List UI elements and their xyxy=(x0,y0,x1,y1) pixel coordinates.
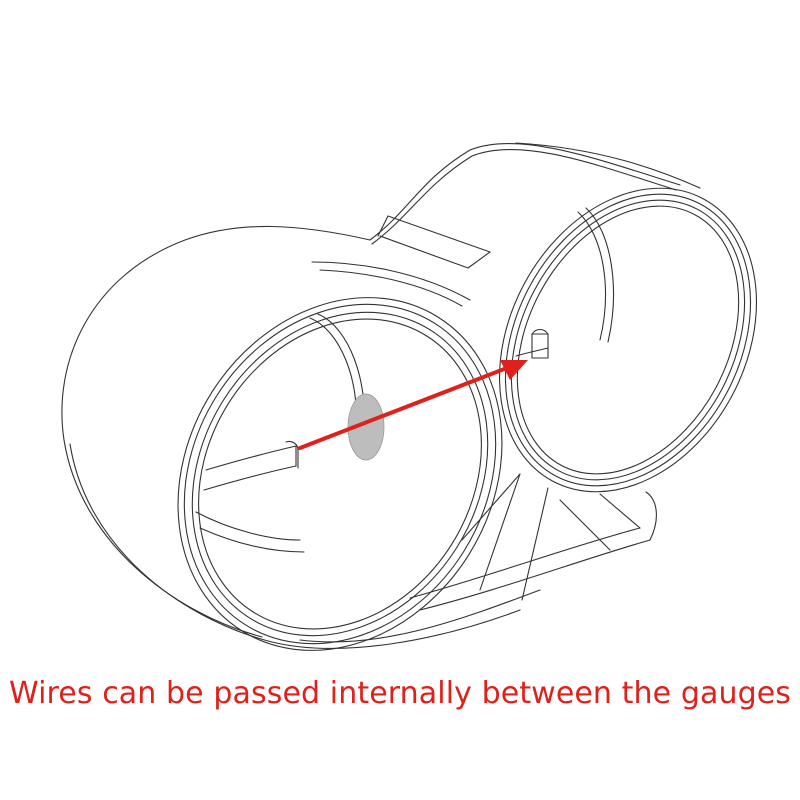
lower-stand xyxy=(267,473,657,649)
twin-gauge-pod-drawing xyxy=(61,142,757,651)
housing-outline xyxy=(61,142,701,642)
caption-text: Wires can be passed internally between t… xyxy=(8,676,792,711)
left-gauge-bezel xyxy=(177,297,503,651)
bridge-channel xyxy=(311,215,491,307)
right-gauge-cavity xyxy=(515,207,615,359)
pass-through-hole xyxy=(347,393,385,461)
arrow-icon xyxy=(298,360,528,450)
right-gauge-bezel xyxy=(499,187,757,493)
